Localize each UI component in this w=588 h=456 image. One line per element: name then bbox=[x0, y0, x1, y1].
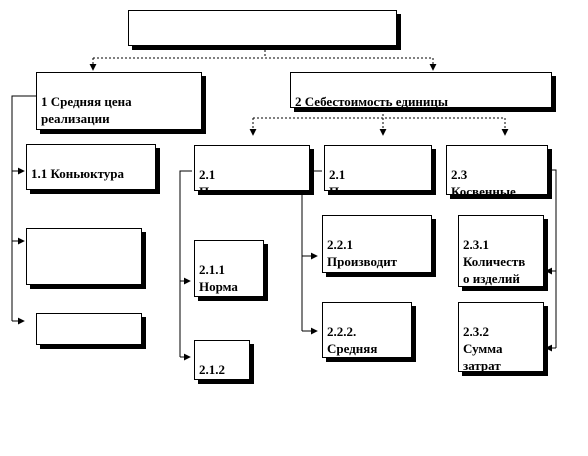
node-2-1-2-label: 2.1.2 Цена bbox=[199, 362, 225, 377]
node-2-3-indirect: 2.3 Косвенные затраты bbox=[446, 145, 548, 195]
connector-root bbox=[93, 46, 433, 59]
node-2-1-direct-b: 2.1 Прямые bbox=[324, 145, 432, 191]
node-1-label: 1 Средняя цена реализации bbox=[41, 94, 132, 126]
node-2-2-2-avg-pay: 2.2.2. Средняя оплата bbox=[322, 302, 412, 358]
node-2-1a-label: 2.1 Прямые bbox=[199, 167, 248, 190]
node-2-2-2-label: 2.2.2. Средняя оплата bbox=[327, 324, 378, 356]
connector-n2-1b-rail bbox=[301, 170, 322, 331]
node-2-3-1-quantity: 2.3.1 Количеств о изделий bbox=[458, 215, 544, 287]
node-2-1-direct-a: 2.1 Прямые bbox=[194, 145, 310, 191]
node-1-1-label: 1.1 Коньюктура рынка bbox=[31, 166, 125, 189]
connector-n2-1a-rail bbox=[179, 170, 192, 357]
node-2-1-1-norm: 2.1.1 Норма расхол bbox=[194, 240, 264, 297]
node-1-1-market: 1.1 Коньюктура рынка bbox=[26, 144, 156, 190]
node-2-3-1-label: 2.3.1 Количеств о изделий bbox=[463, 237, 526, 286]
node-2-3-2-total-cost: 2.3.2 Сумма затрат bbox=[458, 302, 544, 372]
node-1-3-empty bbox=[36, 313, 142, 345]
connector-n2-3-rail bbox=[548, 169, 557, 348]
node-1-average-price: 1 Средняя цена реализации bbox=[36, 72, 202, 130]
node-1-2-empty bbox=[26, 228, 142, 285]
node-2-2-1-productivity: 2.2.1 Производит ельность bbox=[322, 215, 432, 273]
node-2-3-2-label: 2.3.2 Сумма затрат bbox=[463, 324, 503, 372]
node-root bbox=[128, 10, 397, 46]
node-2-unit-cost: 2 Себестоимость единицы bbox=[290, 72, 552, 108]
node-2-2-1-label: 2.2.1 Производит ельность bbox=[327, 237, 398, 272]
node-2-1-2-price: 2.1.2 Цена bbox=[194, 340, 250, 380]
connector-n2-bus bbox=[253, 110, 505, 119]
node-2-1b-label: 2.1 Прямые bbox=[329, 167, 378, 190]
connector-n1-rail bbox=[11, 95, 36, 321]
node-2-3-label: 2.3 Косвенные затраты bbox=[451, 167, 516, 195]
node-2-label: 2 Себестоимость единицы bbox=[295, 94, 449, 108]
node-2-1-1-label: 2.1.1 Норма расхол bbox=[199, 262, 238, 294]
